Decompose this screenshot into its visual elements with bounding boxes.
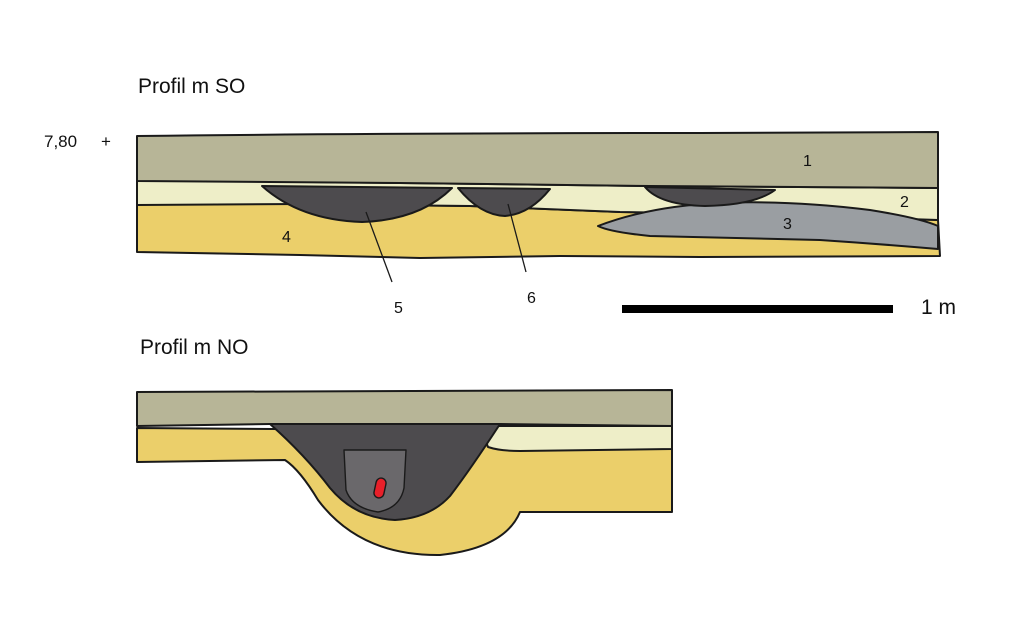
layer-label-1: 1	[803, 153, 812, 170]
feature-5	[261, 185, 453, 223]
no-pit-inner	[343, 449, 407, 513]
layer-1-topsoil	[136, 131, 939, 189]
scale-bar-label: 1 m	[921, 296, 956, 319]
feature-dark-lens-right	[644, 186, 776, 207]
profile-no: Profil m NO	[136, 336, 673, 557]
no-layer-topsoil	[136, 389, 673, 427]
red-find-object	[373, 477, 387, 499]
elevation-marker: +	[101, 132, 111, 151]
layer-label-3: 3	[783, 216, 792, 233]
scale-bar-line	[622, 305, 893, 313]
profile-so-title: Profil m SO	[138, 75, 245, 98]
leader-line-6	[507, 203, 527, 273]
layer-label-6: 6	[527, 290, 536, 307]
no-layer-light	[479, 425, 673, 452]
leader-line-5	[365, 211, 393, 283]
profile-so: Profil m SO 7,80 + 1 2 3 4 5 6	[44, 75, 941, 317]
feature-6	[457, 187, 551, 217]
elevation-label: 7,80	[44, 132, 77, 151]
layer-label-5: 5	[394, 300, 403, 317]
layer-label-4: 4	[282, 229, 291, 246]
scale-bar: 1 m	[622, 296, 956, 319]
layer-label-2: 2	[900, 194, 909, 211]
profile-no-title: Profil m NO	[140, 336, 249, 359]
